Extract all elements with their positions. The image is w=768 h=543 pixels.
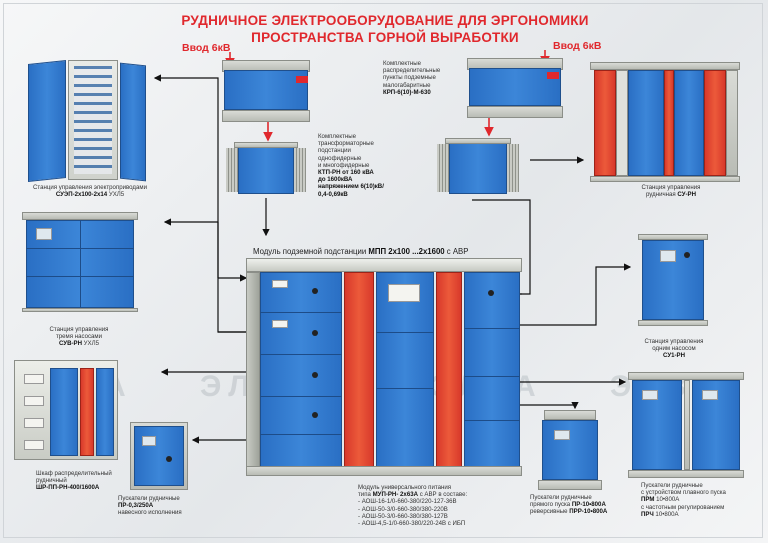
mup-caption-suffix: с АВР в составе: [418, 491, 468, 499]
mup-item-4: - АОШ-4,5-1/0-660-380/220-24В с ИБП [358, 520, 466, 528]
su1-rn-caption-line1: Станция управления [644, 338, 704, 345]
poster-title-line2: ПРОСТРАНСТВА ГОРНОЙ ВЫРАБОТКИ [251, 30, 519, 45]
mpp-module [246, 258, 522, 476]
su-rn-caption-prefix: рудничная [645, 191, 678, 199]
mup-caption: Модуль универсального питания типа МУП-Р… [358, 484, 508, 527]
mpp-caption: Модуль подземной подстанции МПП 2х100 ..… [253, 247, 523, 256]
prm-caption-line4: с частотным регулированием [641, 503, 725, 511]
ktp-caption-line9: 0,4-0,69кВ [318, 190, 348, 198]
suv-rn-caption-line1: Станция управления [49, 326, 109, 333]
suv-rn-model: СУВ-РН [58, 340, 82, 348]
suep-caption: Станция управления электроприводами СУЭП… [20, 184, 160, 198]
ktp-caption-line2: трансформаторные [318, 140, 374, 148]
pr-10-model: ПР-10•800А [571, 501, 606, 509]
su-rn-caption: Станция управления рудничная СУ-РН [626, 184, 716, 198]
ktp-caption-line8: напряжением 6(10)кВ/ [318, 183, 384, 191]
krp-caption: Комплектные распределительные пункты под… [383, 60, 465, 96]
input-6kv-left: Ввод 6кВ [182, 42, 231, 54]
shr-pp-caption: Шкаф распределительный рудничный ШР-ПП-Р… [36, 470, 136, 492]
pr-03-model: ПР-0,3/250А [118, 502, 154, 510]
pr-10-caption-prefix: прямого пуска [530, 501, 572, 509]
su1-rn-caption: Станция управления одним насосом СУ1-РН [624, 338, 724, 360]
prm-caption-line1: Пускатели рудничные [641, 482, 703, 489]
krp-caption-line4: малогабаритные [383, 81, 431, 89]
prch-model: ПРЧ [641, 510, 654, 518]
ktp-caption-line1: Комплектные [318, 133, 357, 140]
suv-rn-caption: Станция управления тремя насосами СУВ-РН… [24, 326, 134, 348]
suep-caption-line1: Станция управления электроприводами [33, 184, 147, 191]
prm-starter [628, 372, 744, 478]
pr-03-starter [130, 422, 188, 490]
mup-model: МУП-РН- 2х63А [372, 491, 418, 499]
krp-right [467, 58, 563, 118]
mup-caption-line1: Модуль универсального питания [358, 484, 452, 491]
krp-caption-line1: Комплектные [383, 60, 422, 67]
shr-pp-cabinet [14, 360, 118, 460]
suep-model: СУЭП-2х100-2х14 [55, 191, 108, 199]
poster-frame [3, 3, 763, 538]
su1-rn-cabinet [638, 234, 708, 326]
ktp-caption-line4: однофидерные [318, 154, 362, 162]
ktp-caption: Комплектные трансформаторные подстанции … [318, 133, 408, 198]
ktp-model: КТП-РН от 160 кВА [318, 169, 374, 177]
pr-03-caption: Пускатели рудничные ПР-0,3/250А навесног… [118, 495, 228, 517]
pr-03-caption-line1: Пускатели рудничные [118, 495, 180, 502]
krp-model: КРП-6(10)-М-630 [383, 88, 431, 96]
shr-pp-model: ШР-ПП-РН-400/1600А [36, 484, 100, 492]
mpp-caption-suffix: с АВР [444, 247, 469, 256]
su-rn-caption-line1: Станция управления [641, 184, 701, 191]
prm-caption: Пускатели рудничные с устройством плавно… [641, 482, 761, 518]
suv-rn-suffix: УХЛ5 [81, 340, 100, 348]
prm-caption-line2: с устройством плавного пуска [641, 489, 726, 497]
mup-item-1: - АОШ-16-1/0-660-380/220-127-36В [358, 498, 457, 506]
mup-caption-prefix: типа [358, 491, 373, 499]
suv-rn-cabinet [22, 212, 138, 312]
prr-10-model: ПРР-10•800А [569, 508, 608, 516]
pr-03-caption-line3: навесного исполнения [118, 509, 182, 517]
su1-rn-caption-line2: одним насосом [652, 345, 696, 353]
prm-model: ПРМ [641, 496, 655, 504]
mup-item-3: - АОШ-50-3/0-660-380/380-127В [358, 512, 448, 520]
pr-10-starter [538, 410, 602, 490]
suep-suffix: УХЛ5 [107, 191, 125, 199]
ktp-right [437, 138, 519, 198]
suv-rn-caption-line2: тремя насосами [55, 333, 103, 341]
su1-rn-model: СУ1-РН [663, 352, 685, 360]
prr-10-caption-prefix: реверсивные [530, 508, 570, 516]
prch-caption-suffix: 10•800А [653, 510, 679, 518]
krp-left [222, 60, 310, 122]
ktp-caption-line5: и многофидерные [318, 161, 370, 169]
pr-10-caption: Пускатели рудничные прямого пуска ПР-10•… [530, 494, 630, 516]
prm-caption-suffix: 10•800А [654, 496, 680, 504]
mpp-caption-prefix: Модуль подземной подстанции [253, 247, 369, 256]
ktp-left [226, 142, 306, 198]
shr-pp-caption-line1: Шкаф распределительный [36, 470, 112, 477]
suep-cabinet [28, 60, 146, 182]
ktp-caption-line7: до 1600кВА [318, 176, 353, 184]
mpp-model: МПП 2х100 ...2х1600 [368, 247, 445, 256]
poster-title-line1: РУДНИЧНОЕ ЭЛЕКТРООБОРУДОВАНИЕ ДЛЯ ЭРГОНО… [181, 13, 589, 28]
mup-item-2: - АОШ-50-3/0-660-380/380-220В [358, 505, 448, 513]
ktp-caption-line3: подстанции [318, 147, 351, 155]
krp-caption-line3: пункты подземные [383, 74, 436, 82]
pr-10-caption-line1: Пускатели рудничные [530, 494, 592, 501]
input-6kv-right: Ввод 6кВ [553, 40, 602, 52]
su-rn-model: СУ-РН [677, 191, 697, 199]
su-rn-cabinet [590, 62, 740, 182]
shr-pp-caption-line2: рудничный [36, 477, 67, 485]
krp-caption-line2: распределительные [383, 67, 441, 75]
